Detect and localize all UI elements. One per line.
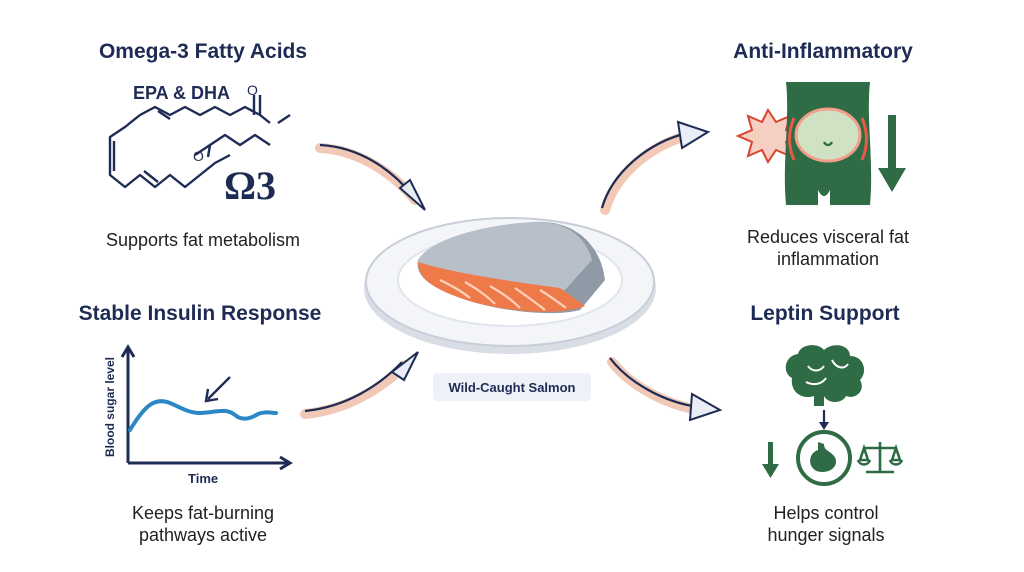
omega3-caption: Supports fat metabolism [105,230,301,250]
arrow-salmon-to-leptin [607,357,723,422]
anti-inflammatory-title: Anti-Inflammatory [733,40,913,63]
arrow-insulin-to-salmon [300,351,419,419]
wild-caught-salmon-label: Wild-Caught Salmon [433,373,591,401]
arrow-omega-to-salmon [315,143,426,211]
salmon-flesh [418,262,585,312]
omega3-molecule-diagram [108,95,291,189]
anti-inflammatory-caption: Reduces visceral fat inflammation [746,227,910,269]
ketone-oxygen-label: O [193,148,204,164]
omega3-title: Omega-3 Fatty Acids [98,40,308,63]
arrow-salmon-to-anti-inflammatory [600,120,711,215]
blood-sugar-curve [128,399,278,432]
insulin-caption: Keeps fat-burning pathways active [131,503,275,545]
time-axis-label: Time [188,471,219,486]
balance-scale-icon [856,442,904,474]
stomach-icon [796,430,852,486]
leptin-caption: Helps control hunger signals [767,503,885,545]
ester-oxygen-label: O [247,82,258,98]
blood-sugar-chart [120,344,293,471]
brain-icon [785,345,865,406]
torso-inflammation-icon [735,82,906,205]
salmon-plate-illustration [364,217,656,354]
leptin-title: Leptin Support [750,302,900,325]
omega3-symbol: Ω3 [224,163,277,208]
brain-gut-hunger-icon [762,345,904,486]
epa-dha-label: EPA & DHA [133,83,231,103]
down-arrow-icon [762,442,779,478]
insulin-title: Stable Insulin Response [78,302,322,325]
